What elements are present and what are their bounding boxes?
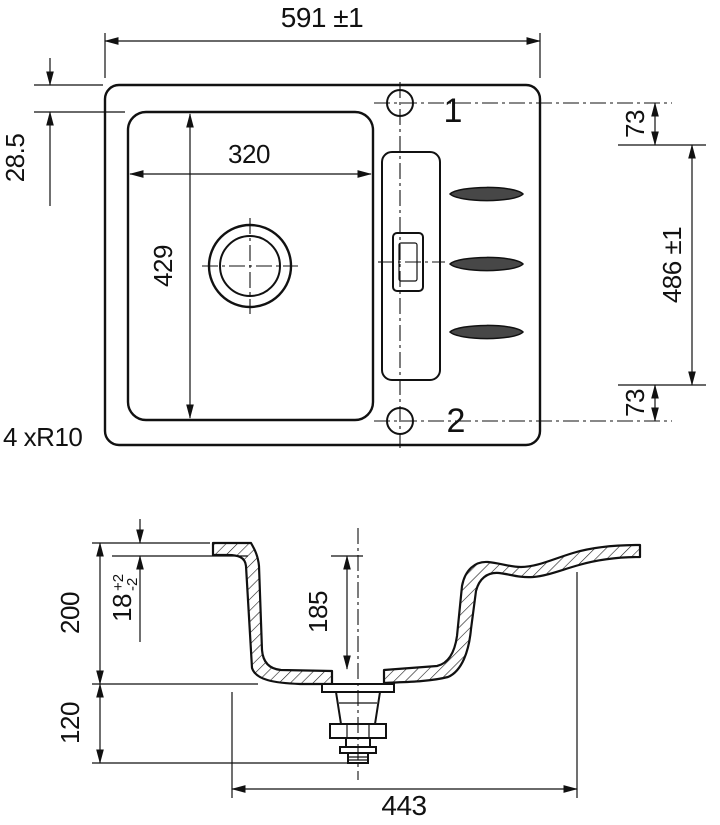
corner-radius-label: 4 xR10 [3, 422, 82, 452]
dim-text-outer-depth: 200 [55, 592, 85, 634]
dim-text-overall-width: 591 ±1 [281, 2, 363, 33]
dim-text-inner-depth: 185 [303, 591, 333, 633]
drain-inner-circle [219, 235, 281, 297]
dim-bowl-width: 320 [129, 139, 372, 178]
dim-text-drain-height: 120 [55, 702, 85, 744]
dim-text-base-width: 443 [381, 790, 426, 821]
rib-2 [448, 256, 525, 272]
dim-text-bowl-length: 429 [148, 245, 178, 287]
dim-text-hole-offset-top: 73 [620, 110, 650, 138]
rib-3 [448, 324, 525, 340]
dim-text-rim-thickness: 18 [107, 594, 137, 622]
bowl-outline [126, 110, 375, 422]
section-right-wall-deck [382, 543, 642, 685]
dim-rim-offset: 28.5 [0, 58, 125, 206]
drainer-recess [381, 151, 441, 381]
hole2-label: 2 [447, 402, 466, 440]
dim-text-bowl-width: 320 [228, 139, 270, 169]
dim-hole-offset-bottom: 73 [620, 384, 659, 422]
section-view: 200 18 +2 -2 185 120 [55, 519, 642, 821]
hole1-label: 1 [444, 92, 463, 130]
top-view: 591 ±1 28.5 320 429 1 2 [0, 2, 706, 452]
dim-inner-depth: 185 [303, 555, 363, 670]
dim-bowl-length: 429 [148, 113, 194, 419]
dim-hole-offset-top: 73 [618, 102, 706, 146]
dim-outer-depth: 200 [55, 542, 258, 685]
dim-rim-thickness: 18 +2 -2 [107, 519, 248, 642]
drainer-ribs [448, 186, 525, 340]
dim-overall-depth: 486 ±1 [618, 144, 706, 386]
sink-outline [103, 83, 542, 447]
dim-text-rim-tol-minus: -2 [124, 578, 141, 591]
dim-text-rim-offset: 28.5 [0, 134, 30, 183]
dim-text-overall-depth: 486 ±1 [657, 227, 687, 303]
dim-text-rim-tol-plus: +2 [110, 574, 127, 591]
dim-base-width: 443 [231, 572, 578, 821]
dim-overall-width: 591 ±1 [104, 2, 541, 78]
rib-1 [448, 186, 525, 202]
dim-drain-height: 120 [55, 683, 352, 764]
dim-text-hole-offset-bottom: 73 [620, 389, 650, 417]
